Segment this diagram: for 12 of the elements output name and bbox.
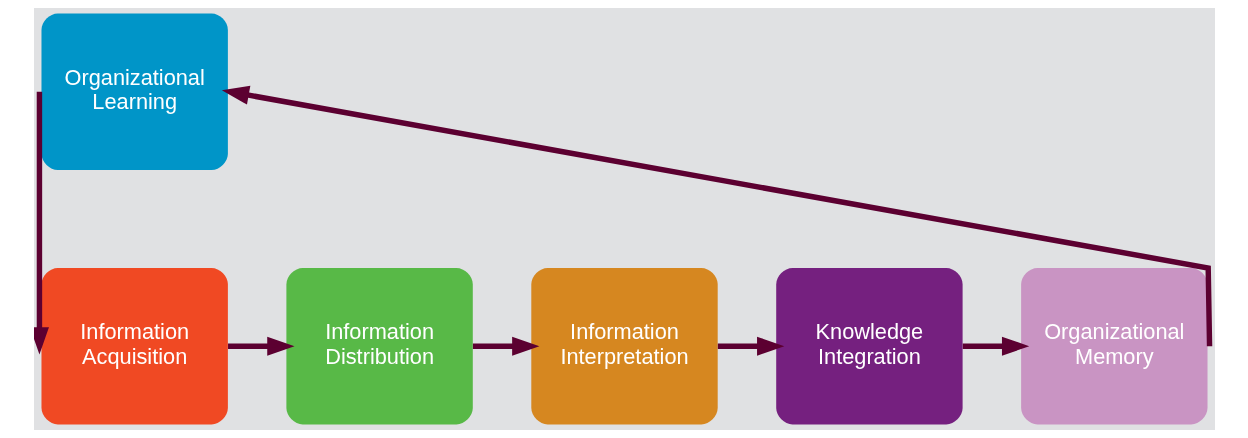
- node-box: Information Acquisition: [41, 268, 228, 425]
- arrow: [221, 85, 1212, 347]
- node-box: Knowledge Integration: [775, 268, 963, 425]
- arrow: [962, 336, 1029, 356]
- arrow: [33, 91, 49, 355]
- arrow: [227, 336, 294, 356]
- node-box: Organizational Memory: [1020, 268, 1207, 425]
- node-box: Information Distribution: [285, 268, 473, 425]
- arrow: [717, 336, 784, 356]
- node-box: Organizational Learning: [41, 13, 228, 170]
- node-box: Information Interpretation: [530, 268, 718, 425]
- arrow: [472, 336, 539, 356]
